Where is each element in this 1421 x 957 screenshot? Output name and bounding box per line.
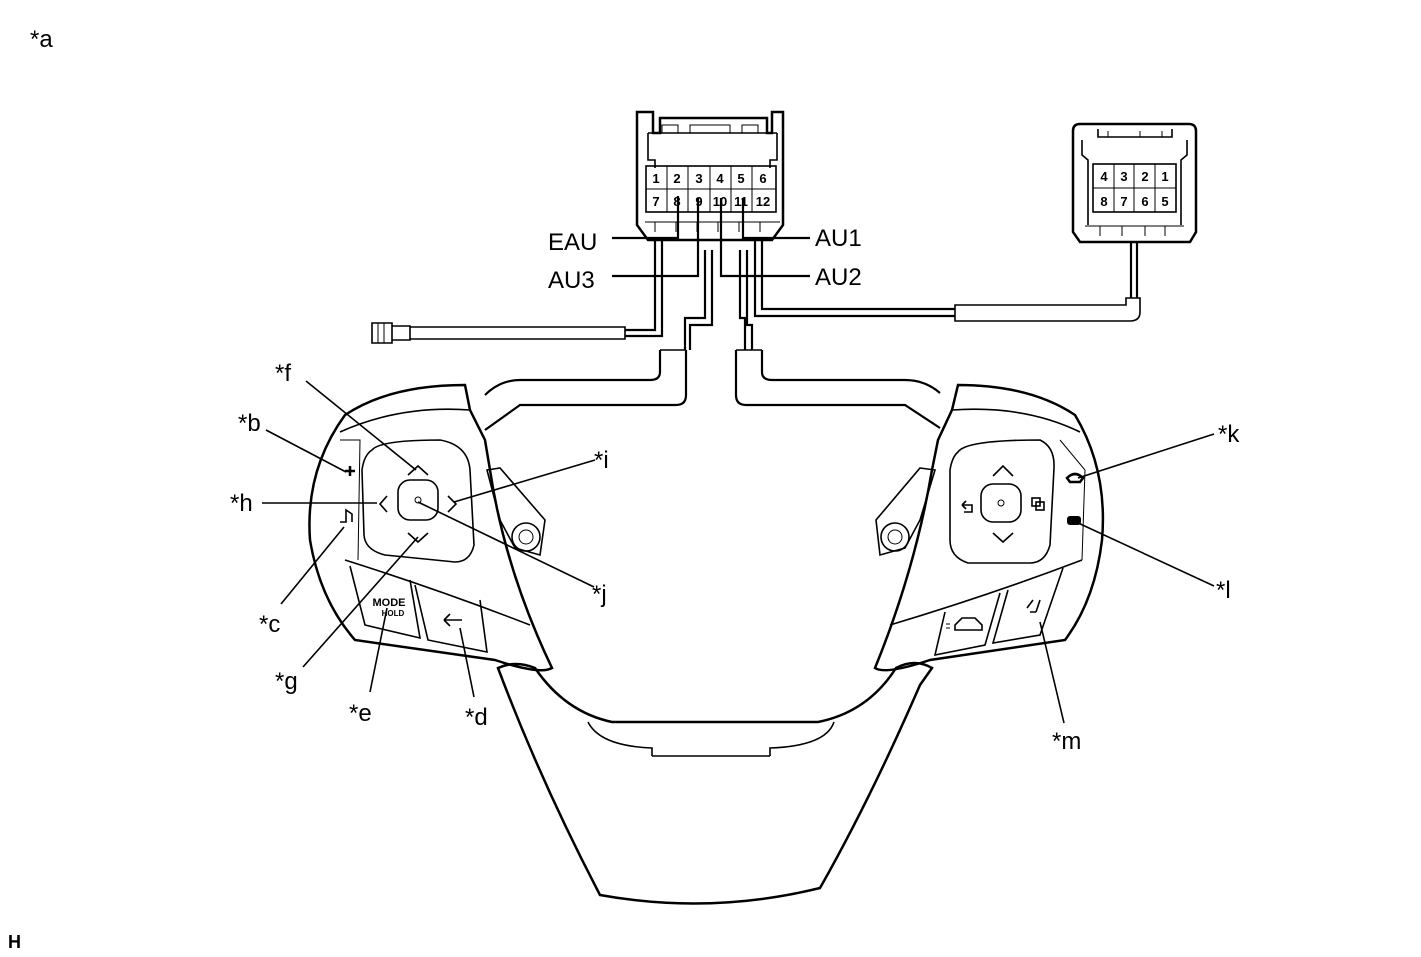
callout-h: *h [230, 490, 253, 517]
callout-g: *g [275, 668, 298, 695]
callout-d: *d [465, 704, 488, 731]
steering-wheel-body [486, 467, 937, 905]
code-letter: H [8, 932, 21, 952]
connector-8-pin: 4 3 2 1 8 7 6 5 [1071, 122, 1198, 244]
pin-label: 3 [1120, 169, 1127, 184]
signal-label-au3: AU3 [548, 267, 595, 294]
pin-label: 1 [1161, 169, 1168, 184]
callout-c: *c [259, 611, 280, 638]
pin-label: 5 [737, 171, 744, 186]
back-arrow-icon [443, 613, 462, 627]
connector-12-pin-bottom-row: 7 8 9 10 11 12 [652, 194, 770, 209]
pin-label: 3 [695, 171, 702, 186]
signal-leaders [612, 196, 810, 278]
pin-label: 4 [716, 171, 724, 186]
back-arrow-icon [961, 500, 973, 513]
wire-harness [371, 240, 1141, 431]
pin-label: 12 [756, 194, 770, 209]
chevron-up-icon [992, 464, 1014, 477]
pin-label: 5 [1161, 194, 1168, 209]
figure-id-label: *a [30, 26, 53, 53]
callout-e: *e [349, 700, 372, 727]
signal-label-au1: AU1 [815, 225, 862, 252]
callout-leaders [262, 380, 1215, 724]
chevron-left-icon [378, 495, 388, 513]
callout-l: *l [1216, 577, 1231, 604]
connector-8-pin-bottom-row: 8 7 6 5 [1100, 194, 1168, 209]
callout-f: *f [275, 360, 291, 387]
plus-icon [345, 466, 355, 476]
left-steering-switch: MODE HOLD [308, 383, 554, 672]
connector-12-pin: 1 2 3 4 5 6 7 8 9 10 11 12 [635, 110, 785, 242]
chevron-up-icon [407, 464, 429, 476]
left-enter-button[interactable] [397, 479, 439, 521]
pin-label: 2 [673, 171, 680, 186]
signal-label-eau: EAU [548, 229, 597, 256]
right-enter-button[interactable] [980, 483, 1022, 523]
hold-button-label: HOLD [382, 609, 405, 618]
callout-b: *b [238, 410, 261, 437]
pin-label: 8 [1100, 194, 1107, 209]
signal-label-au2: AU2 [815, 264, 862, 291]
car-distance-icon [954, 617, 983, 631]
talk-icon [340, 508, 353, 523]
chevron-right-icon [447, 495, 458, 513]
pin-label: 6 [759, 171, 766, 186]
chevron-down-icon [992, 532, 1014, 544]
right-steering-switch [873, 383, 1105, 672]
pin-label: 1 [652, 171, 659, 186]
pin-label: 7 [652, 194, 659, 209]
pin-label: 4 [1100, 169, 1108, 184]
callout-m: *m [1052, 728, 1081, 755]
callout-k: *k [1218, 421, 1240, 448]
mode-button-label: MODE [373, 597, 406, 609]
pin-label: 2 [1141, 169, 1148, 184]
connector-12-pin-top-row: 1 2 3 4 5 6 [652, 171, 766, 186]
pin-label: 6 [1141, 194, 1148, 209]
callout-i: *i [594, 447, 609, 474]
connector-8-pin-top-row: 4 3 2 1 [1100, 169, 1168, 184]
pin-label: 7 [1120, 194, 1127, 209]
callout-j: *j [592, 581, 607, 608]
lane-assist-icon [1026, 599, 1041, 613]
pin-label: 11 [734, 194, 748, 209]
phone-on-hook-icon [1065, 472, 1085, 484]
chevron-down-icon [407, 532, 429, 544]
